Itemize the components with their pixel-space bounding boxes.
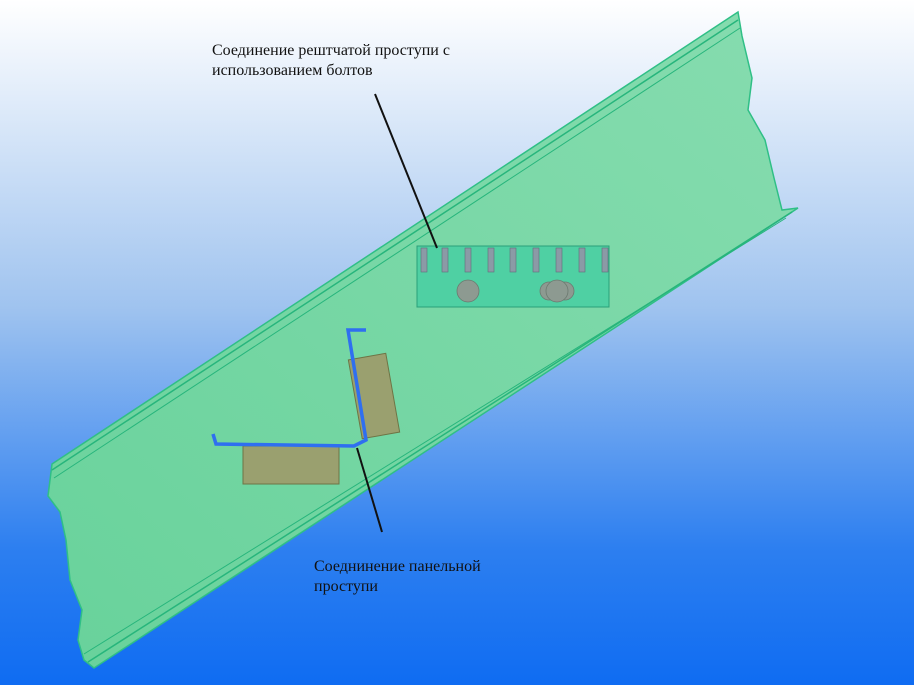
label-panel-connection: Соеднинение панельной проступи — [314, 557, 524, 597]
leader-line-panel — [356, 447, 383, 533]
label-panel-line-2: проступи — [314, 578, 378, 595]
stringer-bottom-flange-line-2 — [83, 217, 787, 655]
label-bolted-line-2: использованием болтов — [212, 62, 373, 79]
label-bolted-grating-connection: Соединение рештчатой проступи с использо… — [212, 41, 512, 81]
grating-slots — [420, 247, 609, 273]
label-bolted-line-1: Соединение рештчатой проступи с — [212, 42, 450, 59]
stringer-top-flange-line — [51, 19, 739, 471]
panel-block-lower — [242, 445, 340, 485]
bolt-heads — [456, 279, 575, 303]
stringer-beam — [47, 10, 799, 669]
panel-connection — [211, 328, 401, 485]
grating-connection-plate — [416, 245, 610, 308]
leader-line-bolted — [374, 93, 438, 249]
stringer-top-flange-line-2 — [53, 27, 741, 479]
label-panel-line-1: Соеднинение панельной — [314, 558, 481, 575]
panel-profile — [211, 328, 368, 448]
